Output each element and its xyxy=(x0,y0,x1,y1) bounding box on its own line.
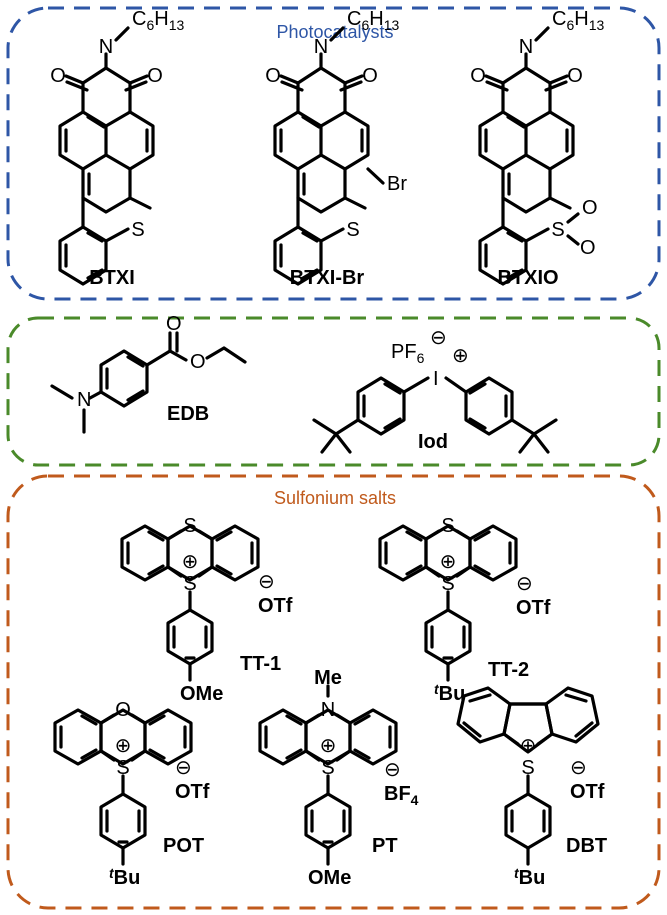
dbt-otf: OTf xyxy=(570,781,605,803)
tt2-s-top: S xyxy=(441,515,454,537)
tt1-minus: ⊖ xyxy=(258,571,275,593)
btxio-hexyl: C6H13 xyxy=(552,8,604,33)
iod-structure: PF6 ⊖ I ⊕ Iod xyxy=(312,327,558,454)
tt1-s-top: S xyxy=(183,515,196,537)
tt2-otf: OTf xyxy=(516,597,551,619)
tt2-s-plus: S xyxy=(441,573,454,595)
dbt-structure: S ⊕ ⊖ OTf tBu DBT xyxy=(456,686,607,889)
pt-n-top: N xyxy=(321,699,335,721)
btxi-label: BTXI xyxy=(89,267,135,289)
photocatalysts-box xyxy=(6,6,661,301)
btxio-o-left: O xyxy=(470,65,486,87)
dbt-s-plus: S xyxy=(521,757,534,779)
tt2-minus: ⊖ xyxy=(516,573,533,595)
btxi-o-left: O xyxy=(50,65,66,87)
photocatalysts-title: Photocatalysts xyxy=(276,22,393,42)
tt2-tbu: tBu xyxy=(434,681,465,705)
pt-plus: ⊕ xyxy=(320,735,337,757)
tt1-otf: OTf xyxy=(258,595,293,617)
pot-minus: ⊖ xyxy=(175,757,192,779)
btxi-br-s-atom: S xyxy=(346,219,359,241)
tt1-ome: OMe xyxy=(180,683,223,705)
edb-n-atom: N xyxy=(77,389,91,411)
tt1-label: TT-1 xyxy=(240,653,281,675)
btxi-n-atom: N xyxy=(99,36,113,58)
dbt-label: DBT xyxy=(566,835,607,857)
tt2-label: TT-2 xyxy=(488,659,529,681)
pot-label: POT xyxy=(163,835,204,857)
btxi-br-br-atom: Br xyxy=(387,173,407,195)
pot-plus: ⊕ xyxy=(115,735,132,757)
btxio-so-upper: O xyxy=(582,197,598,219)
tt2-structure: S S ⊕ ⊖ OTf tBu TT-2 xyxy=(378,515,551,705)
iod-i-atom: I xyxy=(433,368,439,390)
pt-minus: ⊖ xyxy=(384,759,401,781)
pt-s-plus: S xyxy=(321,757,334,779)
sulfonium-box xyxy=(6,474,661,910)
dbt-plus: ⊕ xyxy=(520,735,537,757)
edb-ester-o: O xyxy=(190,351,206,373)
dbt-tbu: tBu xyxy=(514,865,545,889)
btxio-so-lower: O xyxy=(580,237,596,259)
pot-otf: OTf xyxy=(175,781,210,803)
dbt-minus: ⊖ xyxy=(570,757,587,779)
edb-structure: N O O EDB xyxy=(50,313,247,434)
iod-pf6-minus: ⊖ xyxy=(430,327,447,349)
btxio-s-atom: S xyxy=(551,219,564,241)
btxi-br-hexyl: C6H13 xyxy=(347,8,399,33)
additives-box xyxy=(6,316,661,467)
pt-ome: OMe xyxy=(308,867,351,889)
iod-pf6: PF6 xyxy=(391,341,425,366)
btxi-s-atom: S xyxy=(131,219,144,241)
btxio-n-atom: N xyxy=(519,36,533,58)
pt-label: PT xyxy=(372,835,398,857)
tt1-plus: ⊕ xyxy=(182,551,199,573)
edb-label: EDB xyxy=(167,403,209,425)
btxi-br-structure: N O O S Br C6H13 BTXI-Br xyxy=(265,8,407,289)
btxio-structure: N O O S O O C6H13 BTXIO xyxy=(470,8,604,289)
tt1-s-plus: S xyxy=(183,573,196,595)
pt-me: Me xyxy=(314,667,342,689)
btxio-o-right: O xyxy=(567,65,583,87)
btxi-br-o-right: O xyxy=(362,65,378,87)
iod-plus: ⊕ xyxy=(452,345,469,367)
pt-structure: N Me S ⊕ ⊖ BF4 OMe PT xyxy=(258,667,419,889)
tt1-structure: S S ⊕ ⊖ OTf OMe TT-1 xyxy=(120,515,293,705)
pt-bf4: BF4 xyxy=(384,783,419,808)
btxi-structure: N O O S C6H13 BTXI xyxy=(50,8,184,289)
sulfonium-title: Sulfonium salts xyxy=(274,488,396,508)
btxi-br-n-atom: N xyxy=(314,36,328,58)
edb-carbonyl-o: O xyxy=(166,313,182,335)
pot-s-plus: S xyxy=(116,757,129,779)
btxi-o-right: O xyxy=(147,65,163,87)
btxio-label: BTXIO xyxy=(497,267,558,289)
pot-tbu: tBu xyxy=(109,865,140,889)
btxi-br-label: BTXI-Br xyxy=(290,267,365,289)
pot-structure: O S ⊕ ⊖ OTf tBu POT xyxy=(53,699,210,889)
iod-label: Iod xyxy=(418,431,448,453)
btxi-hexyl: C6H13 xyxy=(132,8,184,33)
pot-o-top: O xyxy=(115,699,131,721)
btxi-br-o-left: O xyxy=(265,65,281,87)
tt2-plus: ⊕ xyxy=(440,551,457,573)
